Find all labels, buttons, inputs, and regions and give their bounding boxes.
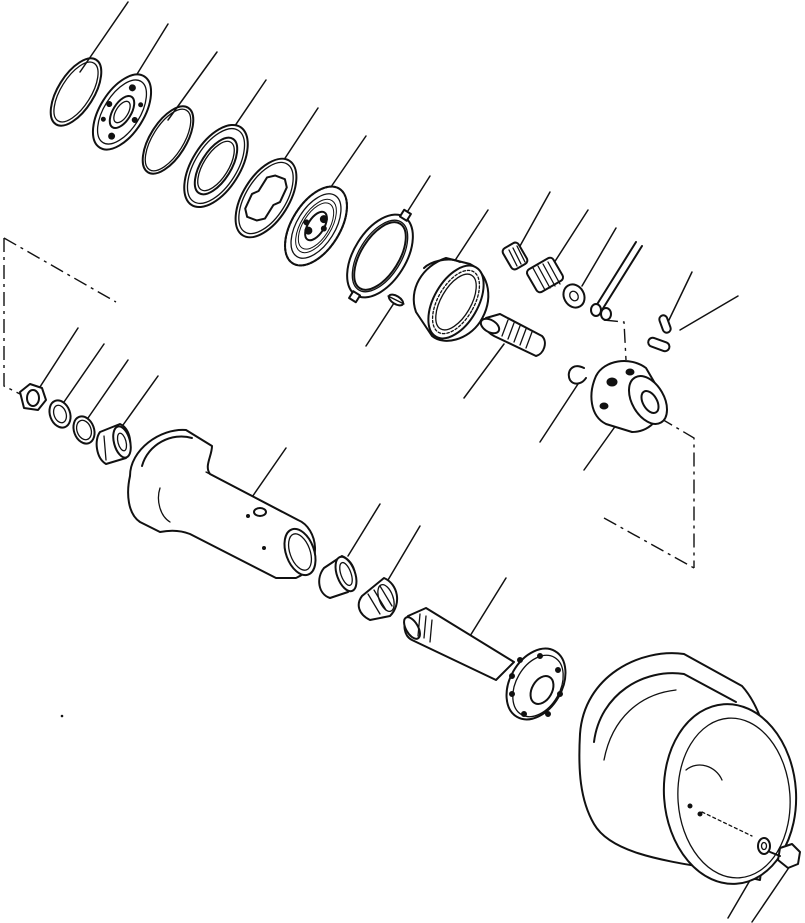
cotter-pin — [590, 241, 643, 321]
leader-o-ring-large — [79, 1, 129, 73]
axle-shaft — [403, 607, 567, 721]
leader-lock-washer — [63, 343, 105, 403]
brake-disc — [183, 123, 249, 209]
scan-speck — [60, 714, 64, 718]
wheel-washer — [757, 837, 771, 855]
leader-inner-bearing — [117, 375, 159, 433]
brake-piston-ring — [346, 208, 414, 304]
wheel-bolt — [769, 843, 801, 869]
lock-washer — [48, 399, 72, 429]
o-ring-large — [49, 57, 103, 127]
leader-planet-gear — [551, 209, 589, 267]
leader-lock-nut — [37, 327, 79, 391]
dowel-pin — [387, 293, 405, 307]
wheel-rim — [578, 652, 798, 885]
spacer-washer — [72, 415, 96, 445]
leader-axle-housing — [249, 447, 287, 501]
leader-spacer-washer — [87, 359, 129, 419]
roll-pin — [647, 314, 672, 353]
axle-housing — [127, 428, 317, 579]
leader-outer-bearing-cone — [387, 525, 421, 581]
sun-gear-shaft — [479, 313, 546, 357]
leader-o-ring-medium — [167, 51, 218, 121]
friction-disc — [284, 185, 348, 267]
ring-gear — [412, 257, 490, 342]
leader-axle-shaft — [469, 577, 507, 637]
bracket-carrier-top — [603, 319, 627, 361]
retainer-plate — [91, 73, 153, 151]
outer-bearing-cup — [318, 555, 358, 599]
outer-bearing-cone — [357, 577, 399, 621]
leader-lines — [37, 1, 791, 923]
bracket-right-vertical — [659, 417, 695, 568]
leader-wheel-bolt — [751, 865, 791, 923]
bracket-left-diagonal — [3, 237, 117, 303]
thrust-washer — [562, 283, 586, 309]
planet-gear — [525, 256, 565, 294]
needle-bearing — [501, 241, 529, 271]
leader-snap-ring — [539, 383, 579, 443]
lock-nut — [19, 383, 47, 411]
leader-pin — [365, 299, 397, 347]
leader-thrust-washer — [581, 227, 617, 287]
leader-roll-pin-2 — [679, 295, 739, 331]
separator-plate — [234, 157, 298, 239]
leader-sun-gear-shaft — [463, 343, 505, 399]
inner-bearing — [95, 423, 132, 465]
group-brackets — [3, 237, 695, 569]
leader-outer-bearing-cup — [347, 503, 381, 557]
leader-needle-bearing — [519, 191, 551, 247]
bracket-right-diagonal — [603, 517, 695, 569]
o-ring-medium — [141, 105, 195, 175]
snap-ring — [567, 365, 587, 385]
leader-ring-gear — [453, 209, 489, 263]
bracket-left-vertical — [3, 238, 21, 395]
planet-carrier — [590, 360, 668, 433]
leader-roll-pin — [667, 271, 693, 323]
